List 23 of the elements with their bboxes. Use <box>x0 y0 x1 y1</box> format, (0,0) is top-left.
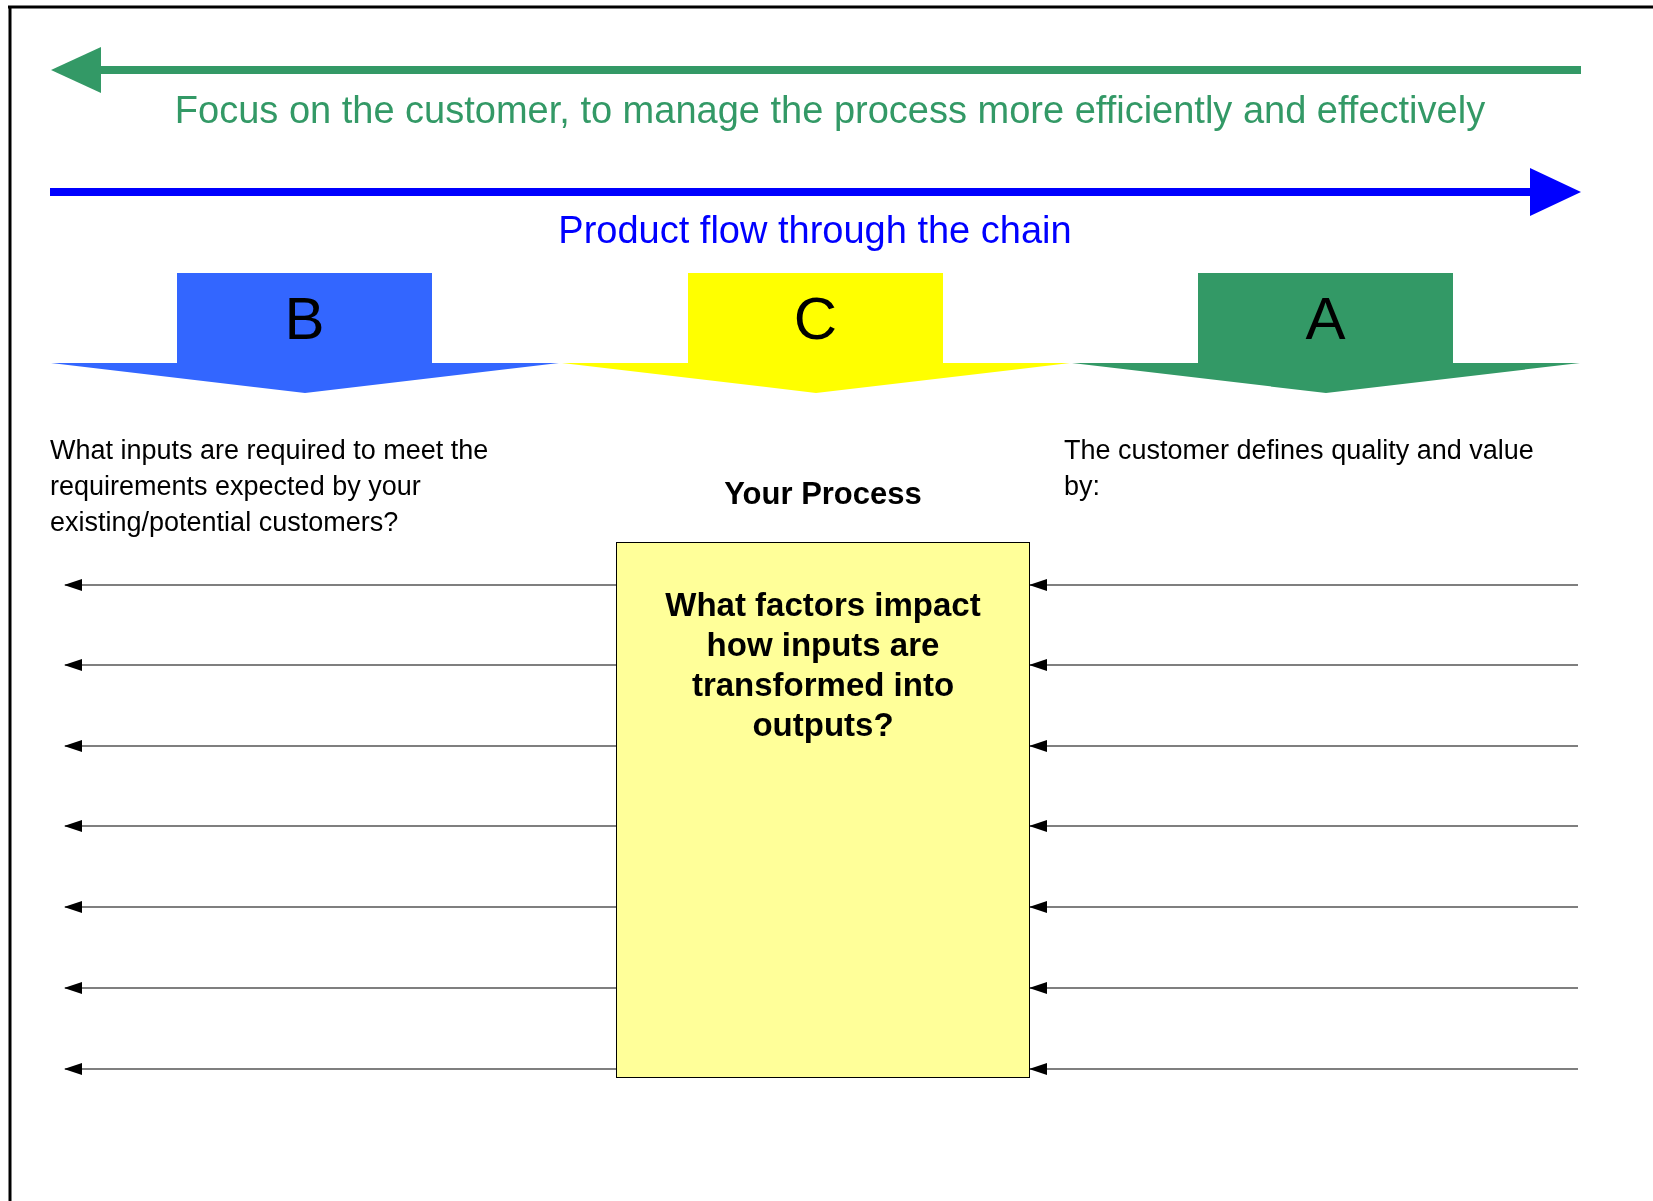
arrow <box>64 740 617 752</box>
chevron-letter: C <box>792 284 839 354</box>
process-question: What factors impact how inputs are transformed into outputs? <box>664 585 982 745</box>
arrow <box>1029 740 1579 752</box>
chevron-letter: B <box>283 284 326 354</box>
label-text: The customer defines quality and value by: <box>1064 434 1535 503</box>
arrow <box>1029 901 1579 913</box>
chevron-letter: A <box>1304 284 1347 354</box>
arrow <box>1029 659 1579 671</box>
arrow <box>64 1063 617 1075</box>
arrow <box>1029 579 1579 591</box>
arrow <box>64 659 617 671</box>
arrow <box>1029 982 1579 994</box>
arrow <box>1029 1063 1579 1075</box>
label-text: What inputs are required to meet the requirements expected by your existing/potential customers? <box>50 434 490 539</box>
label-text: Focus on the customer, to manage the process more efficiently and effectively <box>173 88 1487 133</box>
arrow <box>64 579 617 591</box>
arrow <box>64 982 617 994</box>
label-text: Product flow through the chain <box>557 208 1073 253</box>
arrow <box>1029 820 1579 832</box>
process-heading: Your Process <box>723 475 923 513</box>
arrow <box>64 901 617 913</box>
arrow <box>64 820 617 832</box>
